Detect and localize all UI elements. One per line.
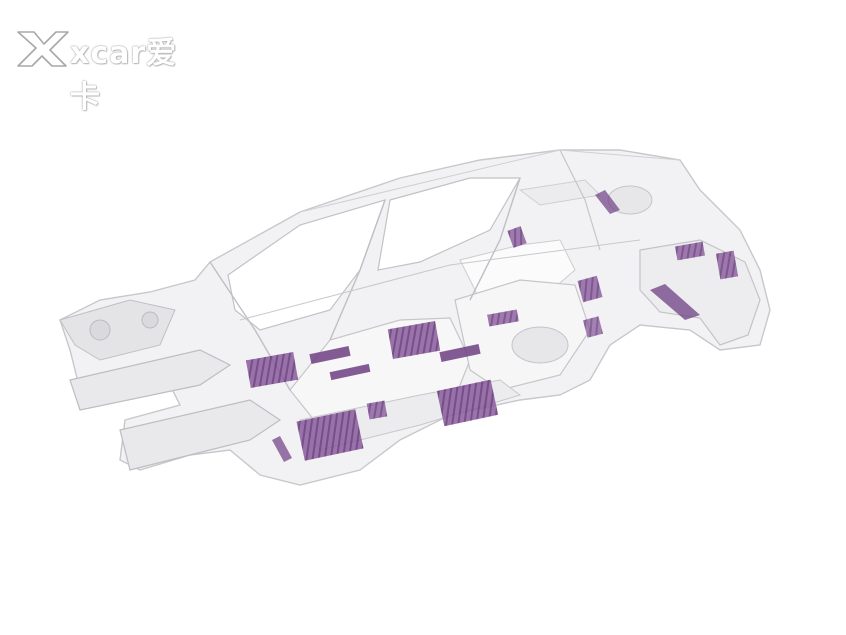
pad-quarter (674, 241, 706, 261)
pad-sill (366, 400, 388, 420)
pad-wheelhouse-rear (577, 275, 603, 303)
pad-strip-front (272, 436, 292, 462)
pad-pillar (507, 226, 527, 248)
pad-rear-floor (439, 343, 481, 363)
pad-quarter-2 (715, 250, 739, 280)
pad-seat-pan (487, 309, 519, 327)
pad-front-floor-left (296, 409, 364, 461)
watermark-text: xcar爱卡 (70, 36, 178, 115)
body-shell (59, 149, 771, 486)
damping-pads (245, 190, 739, 462)
pad-dash (309, 345, 351, 365)
pad-front-floor-right (436, 379, 499, 427)
pad-tunnel (387, 321, 441, 359)
watermark-logo: xcar爱卡 (12, 26, 182, 115)
pad-dash-2 (329, 363, 371, 381)
pad-strip-quarter (650, 284, 700, 320)
pad-strip-roof (595, 190, 620, 214)
pad-cowl (245, 352, 299, 388)
xcar-x-icon (17, 31, 69, 67)
pad-door-rear (582, 316, 604, 338)
